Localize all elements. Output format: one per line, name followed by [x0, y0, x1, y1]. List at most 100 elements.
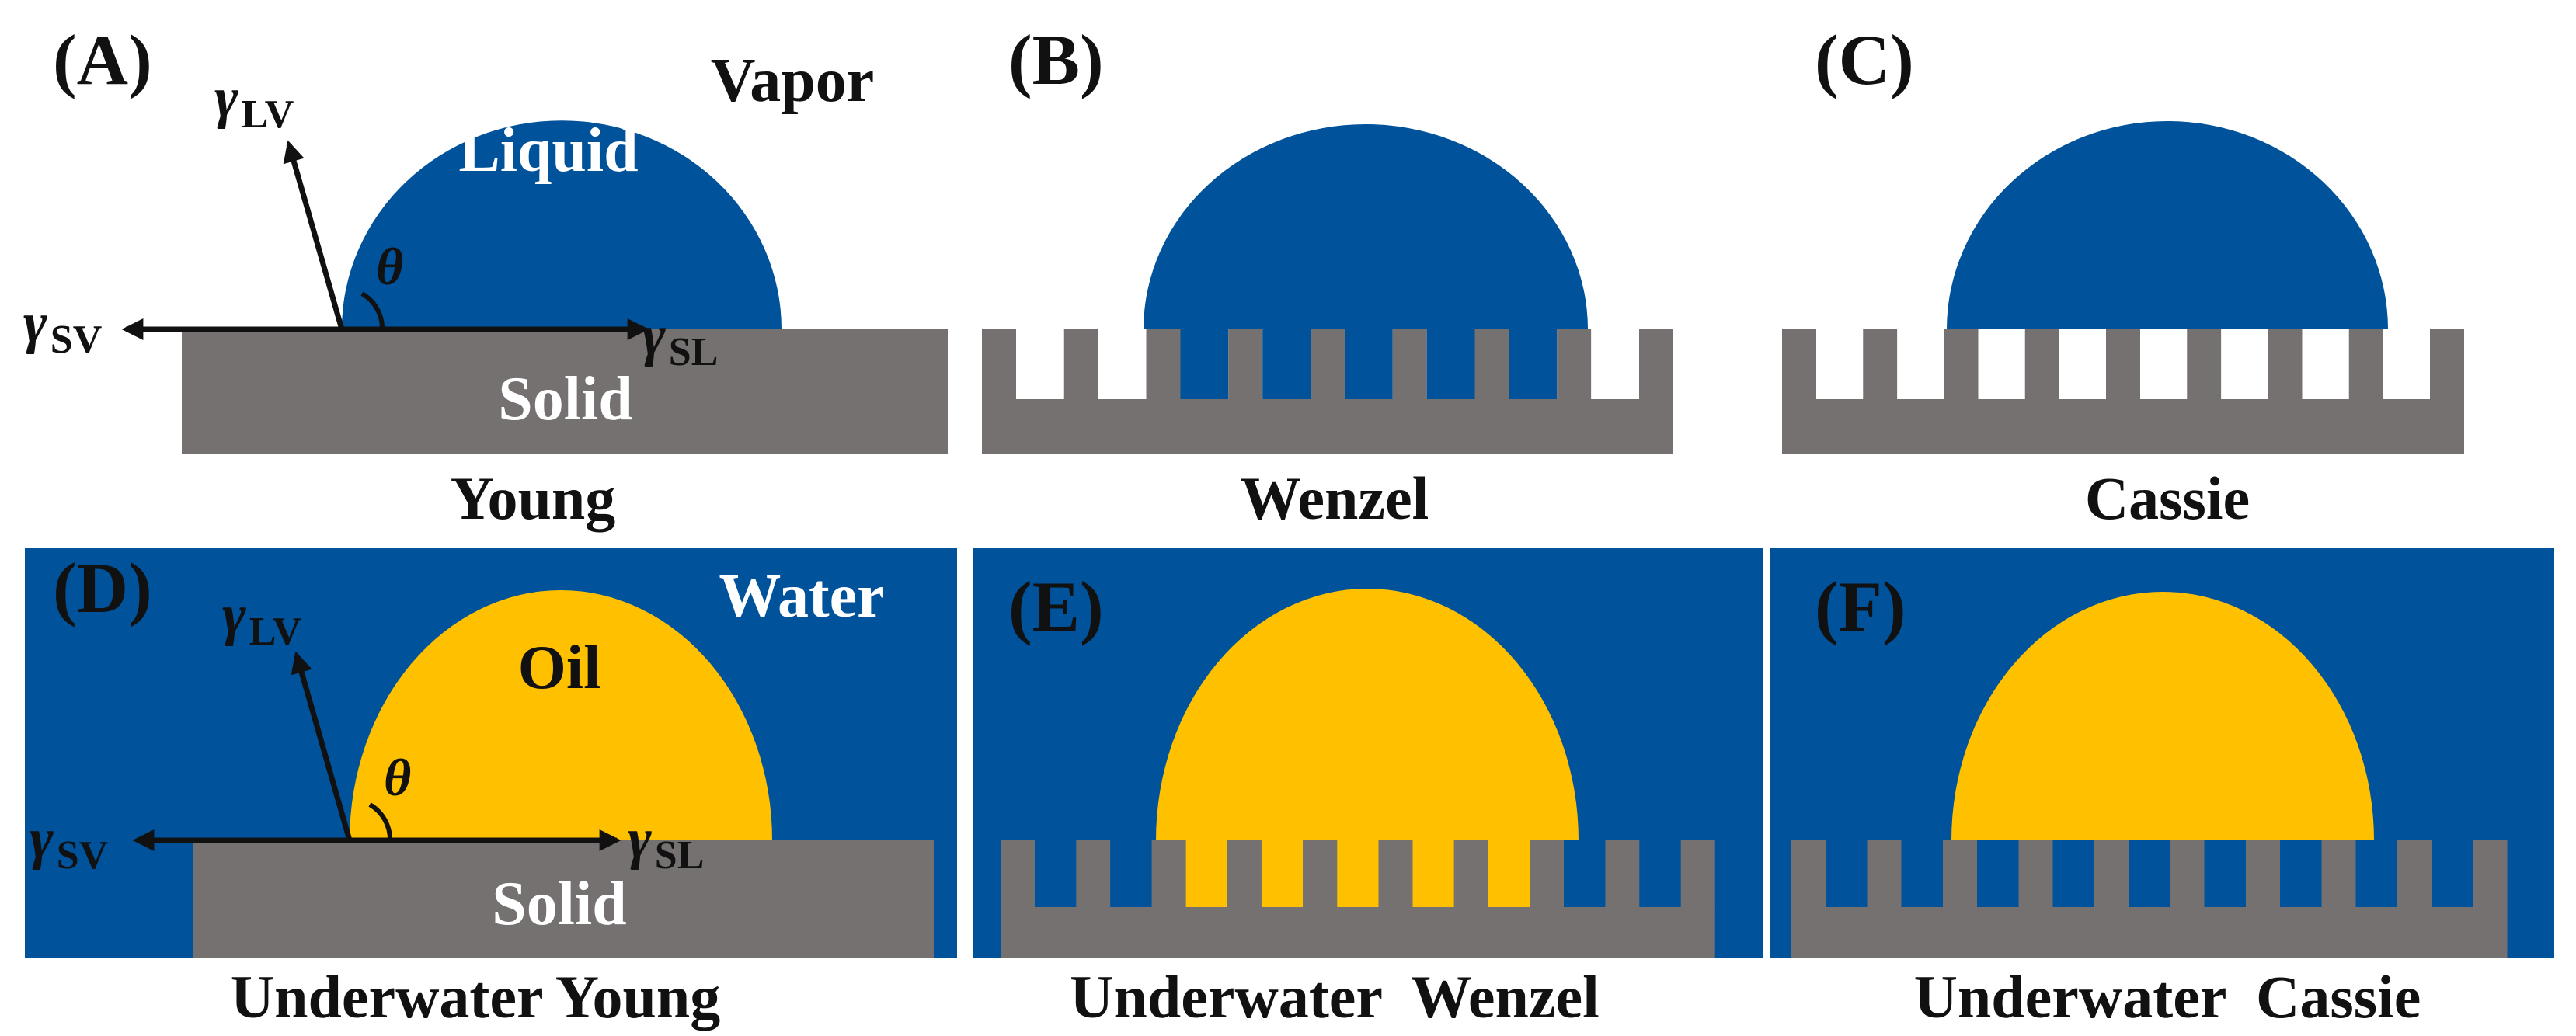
substrate-base — [1001, 907, 1715, 958]
substrate-pillar — [1228, 329, 1263, 400]
substrate-pillar — [982, 329, 1016, 400]
groove-filled — [1262, 329, 1311, 399]
droplet-e — [1156, 589, 1579, 840]
rough-substrate-b — [982, 329, 1673, 454]
substrate-pillar — [2094, 840, 2129, 908]
groove-filled — [1412, 840, 1454, 907]
substrate-pillar — [2397, 840, 2432, 908]
substrate-pillar — [1680, 840, 1715, 908]
droplet-label-d: Oil — [518, 634, 601, 702]
groove-filled — [1261, 840, 1304, 907]
groove-empty — [2280, 840, 2322, 907]
groove-filled — [1180, 329, 1229, 399]
force-vectors-a — [121, 140, 649, 340]
panel-letter-d: (D) — [53, 548, 152, 628]
groove-empty — [2129, 840, 2170, 907]
substrate-base — [1791, 907, 2508, 958]
substrate-pillar — [1227, 840, 1262, 908]
groove-empty — [1816, 329, 1864, 399]
substrate-pillar — [1151, 840, 1186, 908]
caption-underwater-cassie: Underwater Cassie — [1914, 963, 2421, 1031]
panel-letter-c: (C) — [1815, 20, 1914, 99]
substrate-pillar — [2018, 840, 2053, 908]
caption-wenzel: Wenzel — [1241, 464, 1429, 532]
rough-substrate-c — [1782, 329, 2464, 454]
substrate-pillar — [1474, 329, 1509, 400]
gamma-sl-label-a: γSL — [642, 304, 718, 374]
rough-substrate-f — [1791, 840, 2508, 958]
substrate-pillar — [2268, 329, 2303, 400]
groove-empty — [2221, 329, 2268, 399]
contact-angle-arc-a — [360, 291, 385, 330]
groove-empty — [1897, 329, 1944, 399]
groove-empty — [1826, 840, 1868, 907]
groove-empty — [2052, 840, 2094, 907]
substrate-pillar — [2187, 329, 2222, 400]
groove-empty — [1977, 840, 2019, 907]
substrate-pillar — [1001, 840, 1035, 908]
solid-substrate-a — [182, 329, 948, 454]
panel-letter-f: (F) — [1815, 567, 1906, 646]
gamma-lv-arrow-a — [283, 140, 345, 330]
substrate-base — [1782, 399, 2464, 454]
caption-underwater-young: Underwater Young — [231, 963, 721, 1031]
substrate-pillar — [1863, 329, 1898, 400]
groove-empty — [1901, 840, 1943, 907]
medium-label-a: Vapor — [711, 47, 874, 115]
groove-filled — [1185, 840, 1227, 907]
droplet-a — [342, 120, 782, 329]
groove-empty — [1098, 329, 1147, 399]
theta-label-a: θ — [376, 237, 403, 296]
medium-label-d: Water — [719, 562, 884, 631]
groove-filled — [1488, 840, 1530, 907]
rough-substrate-e — [1001, 840, 1715, 958]
substrate-pillar — [1076, 840, 1111, 908]
groove-empty — [2059, 329, 2106, 399]
substrate-pillar — [1782, 329, 1816, 400]
groove-filled — [1345, 329, 1393, 399]
substrate-pillar — [1639, 329, 1673, 400]
groove-empty — [1639, 840, 1681, 907]
groove-empty — [2383, 329, 2430, 399]
gamma-sl-label-d: γSL — [628, 807, 704, 878]
substrate-pillar — [1146, 329, 1181, 400]
droplet-d — [350, 590, 772, 840]
groove-empty — [2432, 840, 2473, 907]
gamma-lv-arrow-d — [291, 651, 353, 841]
substrate-pillar — [2246, 840, 2280, 908]
groove-empty — [1564, 840, 1606, 907]
substrate-pillar — [1392, 329, 1427, 400]
caption-young: Young — [451, 464, 615, 532]
droplet-label-a: Liquid — [458, 116, 638, 185]
contact-angle-arc-d — [368, 802, 393, 841]
substrate-pillar — [2170, 840, 2205, 908]
substrate-pillar — [2321, 840, 2356, 908]
groove-filled — [1426, 329, 1475, 399]
groove-empty — [1016, 329, 1064, 399]
substrate-pillar — [1791, 840, 1826, 908]
substrate-pillar — [1605, 840, 1640, 908]
groove-empty — [1591, 329, 1639, 399]
gamma-sv-label-d: γSV — [30, 807, 108, 878]
substrate-pillar — [2348, 329, 2383, 400]
groove-empty — [2355, 840, 2397, 907]
caption-underwater-wenzel: Underwater Wenzel — [1070, 963, 1600, 1031]
substrate-pillar — [1867, 840, 1902, 908]
groove-empty — [2204, 840, 2246, 907]
gamma-lv-label-a: γLV — [214, 66, 294, 137]
substrate-pillar — [1063, 329, 1098, 400]
force-vectors-d — [132, 651, 621, 851]
panel-letter-e: (E) — [1008, 567, 1104, 646]
substrate-pillar — [1303, 840, 1338, 908]
substrate-pillar — [1944, 329, 1979, 400]
groove-filled — [1337, 840, 1379, 907]
droplet-c — [1947, 121, 2388, 329]
caption-cassie: Cassie — [2085, 464, 2250, 532]
panel-letter-b: (B) — [1008, 20, 1104, 99]
solid-label-d: Solid — [492, 870, 626, 938]
droplet-f — [1951, 592, 2374, 840]
groove-empty — [2140, 329, 2188, 399]
substrate-pillar — [1530, 840, 1565, 908]
theta-label-d: θ — [384, 748, 411, 807]
